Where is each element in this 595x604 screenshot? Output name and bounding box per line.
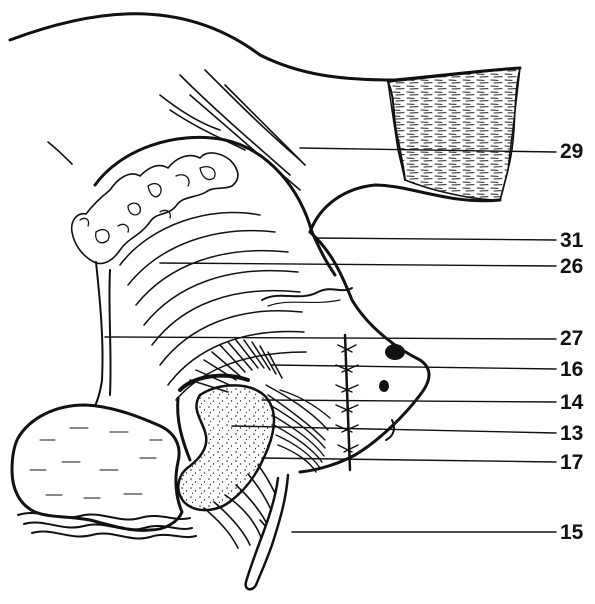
label-17: 17 [560, 452, 583, 473]
label-16: 16 [560, 359, 583, 380]
label-27: 27 [560, 328, 583, 349]
label-31: 31 [560, 230, 583, 251]
label-29: 29 [560, 141, 583, 162]
leader-line-16 [272, 365, 556, 369]
dark-spot-middle [379, 380, 389, 392]
left-lobe [12, 405, 182, 530]
descending-process [246, 475, 288, 589]
label-15: 15 [560, 522, 583, 543]
label-13: 13 [560, 423, 583, 444]
leader-line-31 [316, 238, 556, 240]
dark-spot-upper [385, 344, 405, 360]
fibrous-block [388, 68, 520, 200]
wavy-band [262, 288, 352, 300]
stippled-structure [178, 385, 274, 510]
leader-line-27 [105, 337, 556, 339]
label-14: 14 [560, 392, 583, 413]
right-contour [300, 232, 429, 472]
feather-column [336, 335, 358, 470]
leader-line-26 [160, 263, 556, 266]
outer-top-contour [10, 14, 520, 80]
label-26: 26 [560, 256, 583, 277]
